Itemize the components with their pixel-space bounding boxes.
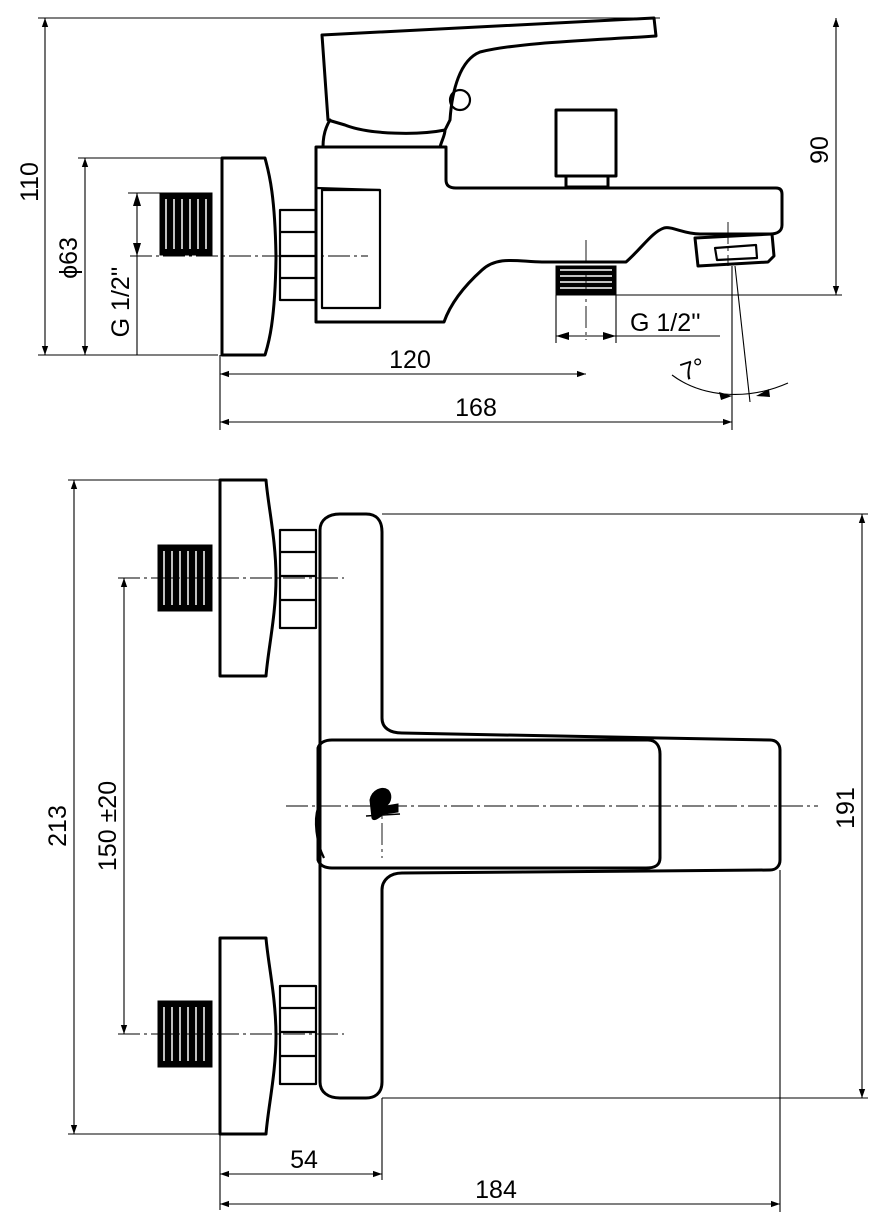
lower-cover-plate	[218, 936, 278, 1136]
body-inner-panel	[320, 188, 382, 310]
mixer-body-top	[318, 512, 782, 1100]
diverter-knob	[554, 108, 618, 178]
dim-90: 90	[806, 136, 834, 164]
dim-213: 213	[44, 805, 72, 847]
dim-thread-inlet: G 1/2''	[107, 267, 135, 338]
cover-plate	[220, 156, 278, 357]
mixer-body	[314, 145, 784, 324]
dim-54: 54	[290, 1146, 318, 1174]
dim-168: 168	[455, 394, 497, 422]
dim-191: 191	[832, 787, 860, 829]
lever-pivot	[448, 88, 472, 112]
side-view: 110 ϕ63 G 1/2'' 90 G 1/2'' 120 168	[16, 16, 842, 430]
brand-logo	[365, 787, 401, 821]
upper-union-nut	[278, 528, 318, 630]
union-nut	[278, 208, 318, 302]
lever-top	[316, 738, 662, 870]
dim-120: 120	[389, 346, 431, 374]
dim-diameter-63: ϕ63	[55, 237, 83, 279]
dim-150: 150 ±20	[94, 781, 122, 871]
lower-union-nut	[278, 984, 318, 1086]
diverter-stem	[564, 174, 610, 189]
dim-184: 184	[475, 1176, 517, 1204]
lever-handle	[320, 16, 658, 135]
top-view: 213 150 ±20 191 54 184	[44, 478, 868, 1212]
inlet-thread	[159, 192, 213, 256]
aerator	[693, 232, 776, 268]
dim-110: 110	[16, 162, 44, 202]
dim-thread-outlet: G 1/2''	[630, 309, 701, 337]
